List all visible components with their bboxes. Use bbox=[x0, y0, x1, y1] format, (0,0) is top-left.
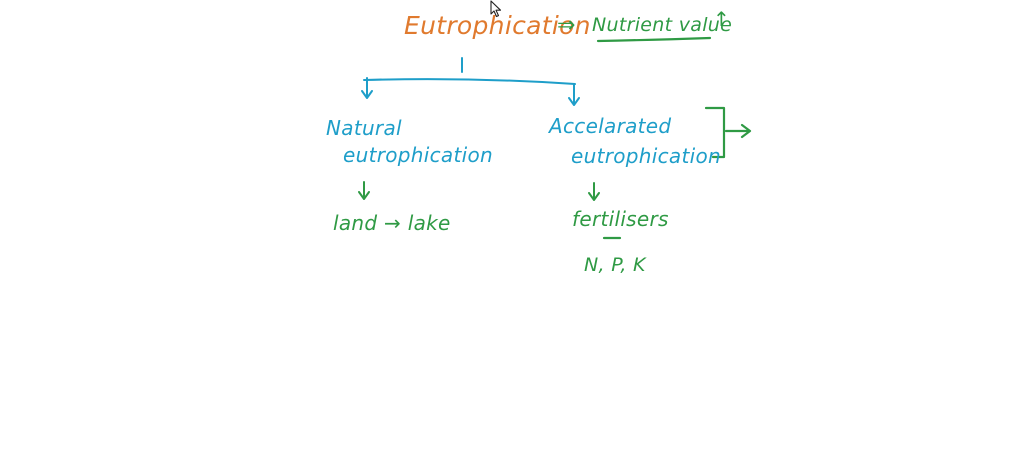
increase-arrow: ↑ bbox=[713, 7, 731, 31]
nutrient-underline bbox=[596, 36, 712, 43]
right-bracket bbox=[704, 106, 726, 159]
title-eutrophication: Eutrophication bbox=[404, 11, 591, 40]
left-drop-arrow bbox=[361, 77, 373, 99]
bracket-out-arrow bbox=[724, 123, 752, 139]
fertilisers-label: fertilisers bbox=[572, 207, 669, 231]
right-drop-arrow bbox=[568, 83, 580, 106]
natural-eutrophication-label: eutrophication bbox=[343, 143, 493, 167]
definition-nutrient-value: Nutrient value bbox=[592, 14, 733, 36]
accelerated-down-arrow bbox=[588, 182, 600, 201]
tree-bracket-line bbox=[363, 78, 576, 85]
mouse-cursor-icon bbox=[490, 0, 502, 23]
npk-label: N, P, K bbox=[584, 254, 646, 276]
implies-symbol: ⇒ bbox=[557, 13, 576, 38]
accelerated-label: Accelarated bbox=[549, 114, 672, 138]
land-to-lake: land → lake bbox=[333, 211, 451, 235]
natural-label: Natural bbox=[326, 116, 402, 140]
accelerated-eutrophication-label: eutrophication bbox=[571, 144, 721, 168]
natural-down-arrow bbox=[358, 181, 370, 200]
